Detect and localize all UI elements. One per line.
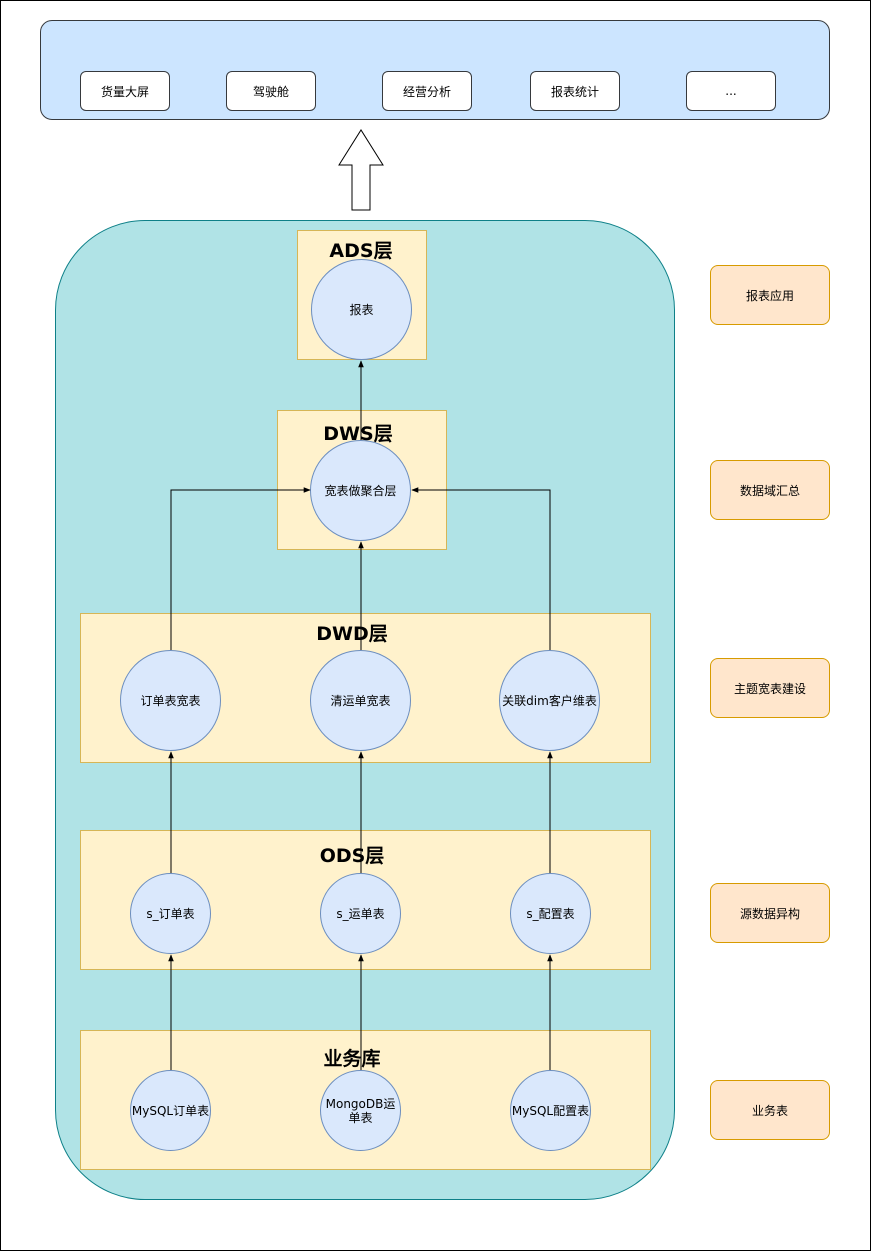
dws-node-aggregate: 宽表做聚合层 (310, 440, 411, 541)
app-cockpit: 驾驶舱 (226, 71, 316, 111)
app-report-statistics: 报表统计 (530, 71, 620, 111)
ods-node-config: s_配置表 (510, 873, 591, 954)
side-label-domain-summary: 数据域汇总 (710, 460, 830, 520)
dwd-node-order-wide: 订单表宽表 (120, 650, 221, 751)
app-cargo-screen: 货量大屏 (80, 71, 170, 111)
side-label-source-heterogeneous: 源数据异构 (710, 883, 830, 943)
applications-panel: 货量大屏 驾驶舱 经营分析 报表统计 ... (40, 20, 830, 120)
dwd-node-customer-dim: 关联dim客户维表 (499, 650, 600, 751)
app-more: ... (686, 71, 776, 111)
app-business-analysis: 经营分析 (382, 71, 472, 111)
ads-node-report: 报表 (311, 259, 412, 360)
side-label-wide-table: 主题宽表建设 (710, 658, 830, 718)
biz-node-mysql-order: MySQL订单表 (130, 1070, 211, 1151)
dwd-layer-title: DWD层 (316, 623, 388, 645)
business-db-layer-title: 业务库 (323, 1048, 381, 1070)
ods-layer-title: ODS层 (319, 845, 385, 867)
ads-layer-title: ADS层 (329, 240, 393, 262)
ods-node-order: s_订单表 (130, 873, 211, 954)
dws-layer-title: DWS层 (323, 423, 393, 445)
biz-node-mongodb-waybill: MongoDB运单表 (320, 1070, 401, 1151)
side-label-business-table: 业务表 (710, 1080, 830, 1140)
dwd-node-waybill-wide: 清运单宽表 (310, 650, 411, 751)
arrow-customer-dim-to-dws (411, 487, 551, 650)
side-label-report-app: 报表应用 (710, 265, 830, 325)
biz-node-mysql-config: MySQL配置表 (510, 1070, 591, 1151)
arrow-order-wide-to-dws (170, 487, 311, 650)
ods-node-waybill: s_运单表 (320, 873, 401, 954)
